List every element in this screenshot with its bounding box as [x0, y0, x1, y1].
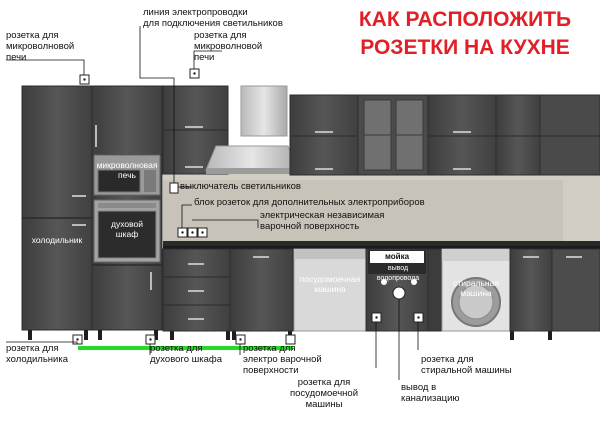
backsplash [163, 180, 563, 242]
label-line: стиральной машины [421, 365, 512, 376]
label-line: вывод в [401, 382, 437, 393]
label-light-switch: выключатель светильников [180, 181, 301, 192]
fridge-handle [72, 195, 86, 197]
outlet-extra [285, 334, 296, 345]
label-lighting-line: линия электропроводки для подключения св… [143, 7, 283, 29]
label-line: духовой [111, 219, 143, 229]
upper-cabinet-2 [289, 94, 359, 176]
label-drain: вывод в канализацию [401, 382, 460, 404]
label-microwave-outlet: розетка для микроволновой печи [6, 30, 74, 63]
appliance-fridge-label: холодильник [31, 235, 83, 245]
label-line: канализацию [401, 393, 460, 404]
water-pipe-1 [381, 279, 387, 285]
label-line: розетка для [6, 30, 59, 41]
label-line: печи [6, 52, 27, 63]
label-line: розетка для [243, 343, 296, 354]
label-line: микроволновой [6, 41, 75, 52]
drain-pipe [392, 286, 406, 300]
appliance-oven-label: духовой шкаф [98, 219, 156, 239]
label-line: микроволновой [194, 41, 263, 52]
dishwasher [293, 248, 367, 332]
label-line: поверхности [243, 365, 299, 376]
label-line: духового шкафа [150, 354, 222, 365]
label-line: электрическая независимая [260, 210, 385, 221]
title-line-1: КАК РАСПОЛОЖИТЬ [358, 8, 572, 31]
leader-lines [6, 26, 419, 380]
cable-line [78, 346, 293, 350]
label-line: розетка для [421, 354, 474, 365]
fridge-handle-2 [72, 224, 86, 226]
label-dishwasher-outlet: розетка для посудомоечной машины [290, 377, 358, 410]
appliance-washer-label: стиральная машина [442, 278, 510, 298]
label-line: посудомоечной [290, 388, 359, 399]
label-line: розетка для [194, 30, 247, 41]
label-washer-outlet: розетка для стиральной машины [421, 354, 512, 376]
label-line: печи [194, 52, 215, 63]
appliance-microwave-label: микроволновая печь [92, 160, 162, 180]
appliance-water-outlet-label: вывод водопровода [376, 265, 420, 282]
label-line: варочной поверхность [260, 221, 360, 232]
label-line: розетка для [297, 377, 351, 388]
label-line: микроволновая [96, 160, 158, 170]
label-line: розетка для [6, 343, 59, 354]
label-line: для подключения светильников [143, 18, 283, 29]
label-hob-outlet-top: электрическая независимая варочной повер… [260, 210, 384, 232]
label-line: машина [314, 284, 346, 294]
label-oven-outlet: розетка для духового шкафа [150, 343, 222, 365]
label-appliance-block: блок розеток для дополнительных электроп… [194, 197, 425, 208]
lower-cabinet-end [509, 248, 553, 332]
page-title: КАК РАСПОЛОЖИТЬ РОЗЕТКИ НА КУХНЕ [335, 6, 595, 62]
label-line: шкаф [115, 229, 139, 239]
upper-cabinet-3 [427, 94, 497, 176]
appliance-dishwasher-label: посудомоечная машина [294, 274, 366, 294]
outlet-switch [169, 182, 179, 194]
label-line: стиральная [453, 278, 499, 288]
label-line: холодильника [6, 354, 68, 365]
tall-cabinet-fridge [21, 85, 93, 331]
label-fridge-outlet: розетка для холодильника [6, 343, 68, 365]
hood-canopy [205, 145, 299, 171]
water-pipe-2 [411, 279, 417, 285]
label-hob-outlet: розетка для электро варочной поверхности [243, 343, 322, 376]
hood-chimney [240, 85, 288, 137]
appliance-sink-label: мойка [384, 252, 410, 261]
label-line: машина [460, 288, 492, 298]
label-line: посудомоечная [299, 274, 361, 284]
title-line-2: РОЗЕТКИ НА КУХНЕ [360, 36, 570, 59]
countertop [163, 241, 600, 248]
label-line: машины [305, 399, 343, 410]
lower-cabinet-2 [229, 248, 294, 332]
label-microwave-outlet-2: розетка для микроволновой печи [194, 30, 262, 63]
label-line: электро варочной [243, 354, 322, 365]
label-line: розетка для [150, 343, 203, 354]
label-line: линия электропроводки [143, 7, 248, 18]
upper-cabinet-4 [495, 94, 541, 176]
label-line: печь [118, 170, 136, 180]
